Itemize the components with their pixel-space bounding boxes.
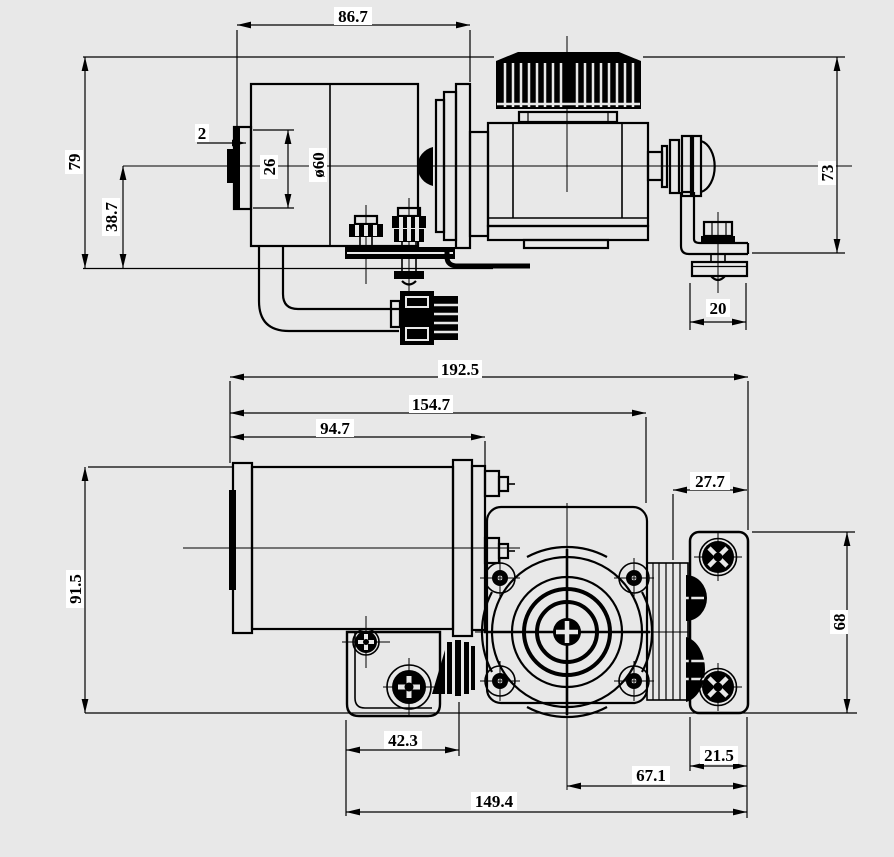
svg-text:86.7: 86.7 [338,7,368,26]
ear-bolt [480,661,520,701]
dim-label-42-3: 42.3 [384,731,422,750]
mount-stud-left-side [349,214,383,248]
fan-fins [497,63,640,107]
dim-154-7: 154.7 [230,395,646,417]
dim-label-27-7: 27.7 [690,472,730,491]
svg-text:149.4: 149.4 [475,792,514,811]
dim-26: 26 [260,130,292,208]
dim-149-4: 149.4 [346,792,747,816]
dim-27-7: 27.7 [673,472,747,494]
pump-cover-circles [480,545,654,719]
dim-86-7: 86.7 [237,7,470,29]
svg-text:26: 26 [260,159,279,176]
dim-label-21-5: 21.5 [700,746,738,765]
svg-text:73: 73 [818,165,837,182]
dim-label-192-5: 192.5 [438,360,482,379]
dim-20: 20 [690,299,746,326]
output-bolt-side [660,134,716,198]
mounting-plate-plan [688,530,750,715]
svg-text:38.7: 38.7 [102,202,121,232]
motor-end-cap-side [227,125,253,211]
plan-view-extension-lines [85,381,857,818]
dim-label-73: 73 [818,161,837,185]
svg-text:21.5: 21.5 [704,746,734,765]
gearbox-housing-side [486,121,664,250]
bracket-screw-large [386,664,432,710]
svg-text:154.7: 154.7 [412,395,451,414]
dim-label-86-7: 86.7 [334,7,372,26]
barb-fitting-plan [432,640,475,696]
svg-text:67.1: 67.1 [636,766,666,785]
dim-label-38-7: 38.7 [102,198,121,236]
svg-text:20: 20 [710,299,727,318]
dim-2: 2 [195,124,246,147]
side-view: 86.7 79 38.7 2 [65,7,852,345]
svg-text:2: 2 [198,124,207,143]
terminal-lower [483,536,515,565]
plate-screw-upper [698,537,738,577]
cooling-fan [496,52,641,124]
dim-label-20: 20 [706,299,730,318]
plate-screw-lower [698,667,738,707]
svg-text:79: 79 [65,154,84,171]
dim-label-26: 26 [260,155,279,179]
dim-dia60: ø60 [309,148,328,182]
dim-label-94-7: 94.7 [316,419,354,438]
dim-label-79: 79 [65,150,84,174]
svg-text:27.7: 27.7 [695,472,725,491]
dim-68: 68 [830,532,851,713]
mounting-bracket-side [345,247,530,269]
svg-text:42.3: 42.3 [388,731,418,750]
dim-42-3: 42.3 [346,731,459,754]
ear-bolt [480,558,520,598]
dim-38-7: 38.7 [102,166,127,268]
dim-label-67-1: 67.1 [632,766,670,785]
wire-harness [257,246,399,333]
dim-67-1: 67.1 [567,766,747,790]
dim-label-68: 68 [830,610,849,634]
dim-label-154-7: 154.7 [409,395,453,414]
svg-text:ø60: ø60 [309,152,328,178]
side-view-extension-lines [83,30,845,330]
bracket-screw-small [352,628,380,656]
svg-text:68: 68 [830,614,849,631]
right-bracket-side [679,190,750,282]
dim-label-149-4: 149.4 [471,792,517,811]
dim-21-5: 21.5 [690,746,747,770]
svg-text:94.7: 94.7 [320,419,350,438]
dim-91-5: 91.5 [66,467,89,713]
dim-79: 79 [65,57,89,268]
dim-192-5: 192.5 [230,360,748,381]
motor-flange-side [417,82,490,250]
dim-94-7: 94.7 [230,419,485,441]
svg-text:192.5: 192.5 [441,360,479,379]
mounting-bracket-plan [345,628,442,718]
plan-view: 192.5 154.7 94.7 91.5 [66,360,857,818]
wire-connector [389,291,458,345]
mount-stud-right-side [392,206,426,286]
dim-73: 73 [818,57,841,253]
dim-label-2: 2 [195,124,209,143]
svg-text:91.5: 91.5 [66,574,85,604]
plan-view-center-lines [183,503,742,790]
terminal-upper [483,469,515,498]
dim-label-91-5: 91.5 [66,570,85,608]
